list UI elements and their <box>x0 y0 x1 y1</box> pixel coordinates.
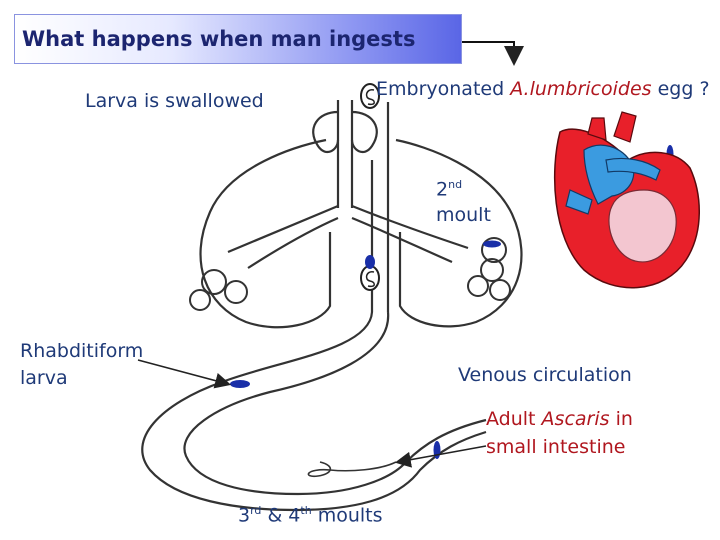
label-adult-line2: small intestine <box>486 436 626 458</box>
egg-icon <box>360 265 380 291</box>
left-lung <box>199 138 332 329</box>
label-egg-species: A.lumbricoides <box>510 78 652 100</box>
left-bronchus-upper <box>227 204 339 254</box>
label-adult-line1: Adult Ascaris in <box>486 406 633 432</box>
pharynx-right <box>350 110 378 154</box>
label-adult-suffix: in <box>609 408 633 430</box>
pharynx-left <box>312 110 340 154</box>
label-moults-word: moults <box>311 504 383 527</box>
label-egg-suffix: egg ? <box>651 78 710 100</box>
left-bronchus-lower <box>247 216 339 269</box>
label-rhabditiform-line2: larva <box>20 367 68 389</box>
label-venous-circulation: Venous circulation <box>458 364 632 386</box>
label-moults-3rd: 3 <box>238 504 251 527</box>
label-rhabditiform-line1: Rhabditiform <box>20 340 144 362</box>
label-embryonated-egg: Embryonated A.lumbricoides egg ? <box>376 76 710 102</box>
alveolus <box>201 269 227 295</box>
label-larva-swallowed: Larva is swallowed <box>85 90 264 112</box>
alveolus <box>489 279 511 301</box>
egg-icon <box>360 83 380 109</box>
label-moults-4th-sup: th <box>300 504 312 517</box>
page-title: What happens when man ingests <box>22 27 416 51</box>
rhabditiform-larva-mark <box>230 380 250 388</box>
rhabditiform-pointer-arrow <box>137 359 232 389</box>
larva-intestine <box>433 441 441 459</box>
title-connector-arrow <box>462 41 524 66</box>
label-second-moult-word: moult <box>436 204 491 226</box>
label-moults-3rd-sup: rd <box>250 504 262 517</box>
label-second-moult-sup: nd <box>448 178 463 191</box>
adult-pointer-arrow <box>394 445 487 468</box>
right-bronchus-lower <box>351 216 453 264</box>
label-adult-species: Ascaris <box>541 408 610 430</box>
label-second-moult-line1: 2nd <box>436 172 462 202</box>
heart-illustration <box>553 111 700 289</box>
label-second-moult-num: 2 <box>436 178 449 201</box>
title-bar <box>14 14 462 64</box>
right-lung <box>395 138 523 328</box>
alveolus <box>481 237 507 263</box>
label-third-fourth-moults: 3rd & 4th moults <box>238 498 383 528</box>
alveolus <box>189 289 211 311</box>
right-bronchus-upper <box>351 204 469 250</box>
label-moults-amp: & 4 <box>261 504 301 527</box>
stomach-intestine-inner <box>183 311 487 496</box>
adult-worm <box>307 461 397 478</box>
label-egg-prefix: Embryonated <box>376 78 511 100</box>
larva-in-esophagus <box>365 255 375 269</box>
alveolus <box>224 280 248 304</box>
label-adult-prefix: Adult <box>486 408 542 430</box>
alveolus <box>480 258 504 282</box>
larva-in-alveolus <box>483 240 501 248</box>
stomach-intestine-outer <box>141 311 487 512</box>
alveolus <box>467 275 489 297</box>
